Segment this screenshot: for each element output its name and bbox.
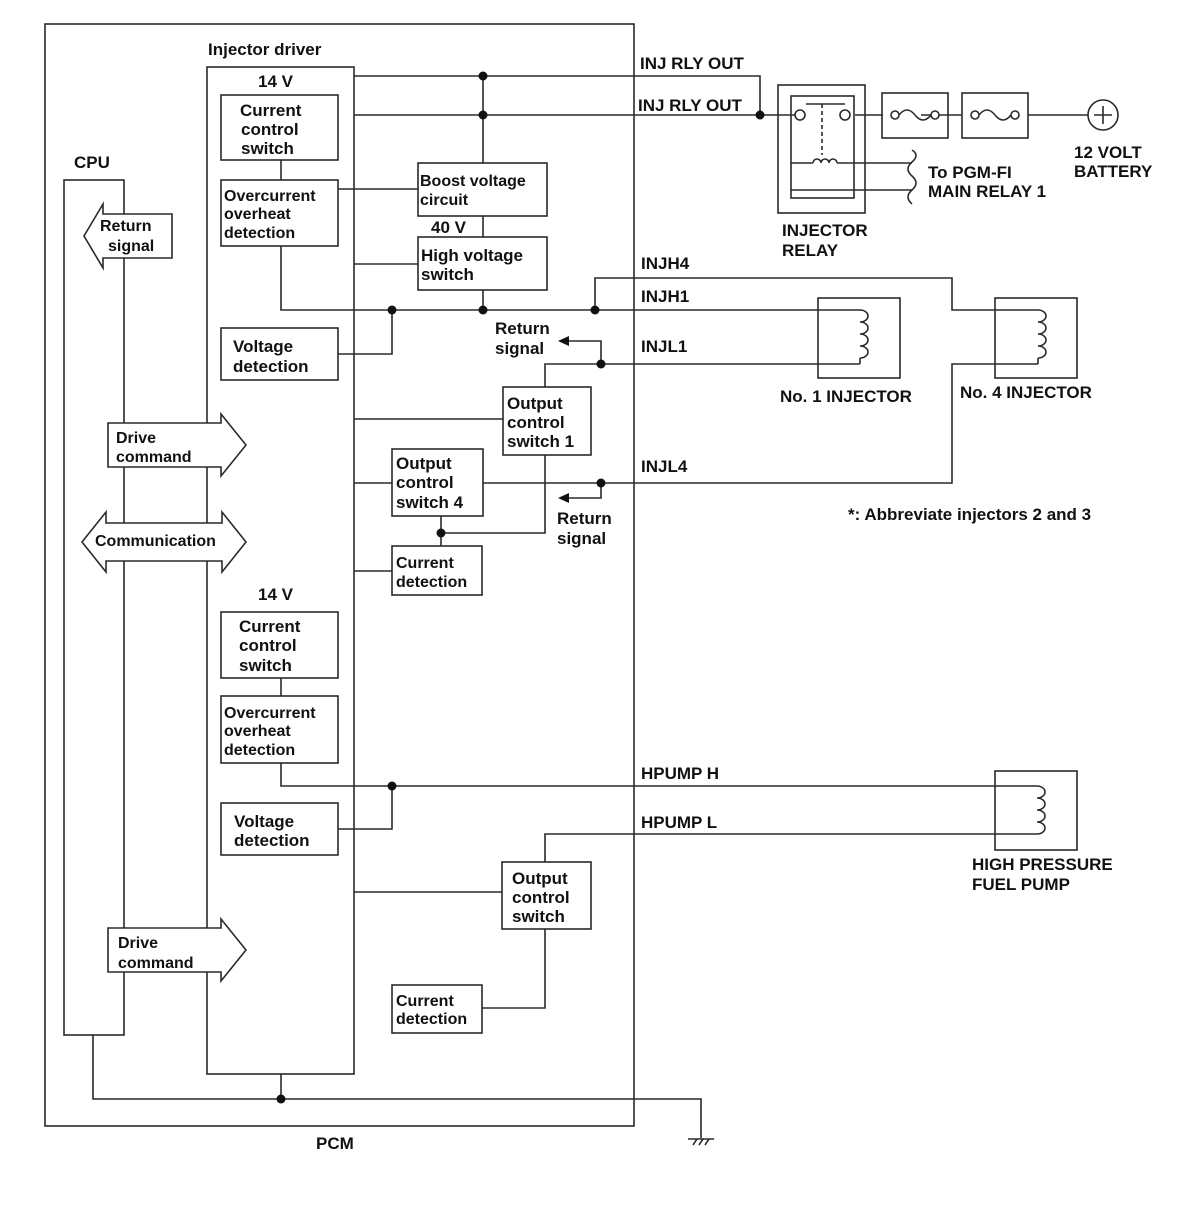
svg-text:Current detection: Current detection (396, 555, 467, 591)
svg-text:Current detection: Current detection (396, 993, 467, 1028)
abbreviation-note: *: Abbreviate injectors 2 and 3 (848, 505, 1091, 524)
current-control-switch-lower: Current control switch (220, 611, 339, 679)
inj-rly-out-label-2: INJ RLY OUT (638, 96, 743, 115)
no4-injector-label: No. 4 INJECTOR (960, 383, 1092, 402)
injh4-label: INJH4 (641, 254, 690, 273)
battery-terminal-icon (1087, 99, 1119, 131)
high-voltage-switch: High voltage switch (417, 236, 548, 291)
svg-text:Voltage detection: Voltage detection (233, 337, 309, 376)
high-pressure-pump-coil-icon (994, 770, 1078, 851)
pcm-box (44, 23, 635, 1127)
svg-text:Output control swi: Output control switch 4 (396, 454, 464, 512)
boost-voltage-circuit: Boost voltage circuit (417, 162, 548, 217)
pgm-fi-label: To PGM-FI MAIN RELAY 1 (928, 163, 1046, 201)
no4-injector-coil-icon (994, 297, 1078, 379)
junction-dots (276, 71, 765, 1104)
output-control-switch-pump: Output control switch (501, 861, 592, 930)
fuse-icon-2 (961, 92, 1029, 139)
current-detection-lower: Current detection (391, 984, 483, 1034)
return-signal-arrowhead-upper (558, 336, 569, 346)
injl4-label: INJL4 (641, 457, 688, 476)
pcm-label: PCM (316, 1134, 354, 1153)
output-control-switch-1: Output control switch 1 (502, 386, 592, 456)
output-control-switch-4: Output control switch 4 (391, 448, 484, 517)
no1-injector-label: No. 1 INJECTOR (780, 387, 912, 406)
svg-text:Overcurrent overheat: Overcurrent overheat detection (224, 705, 320, 759)
hpump-h-label: HPUMP H (641, 764, 719, 783)
battery-label: 12 VOLT BATTERY (1074, 143, 1153, 181)
overcurrent-overheat-detection-upper: Overcurrent overheat detection (220, 179, 339, 247)
wire-labels: INJ RLY OUT INJ RLY OUT INJH4 INJH1 INJL… (638, 54, 745, 832)
drive-command-arrow-lower: Drive command (107, 916, 248, 984)
voltage-detection-lower: Voltage detection (220, 802, 339, 856)
fuse-icon-1 (881, 92, 949, 139)
return-signal-arrowhead-lower (558, 493, 569, 503)
cpu-label: CPU (74, 153, 110, 172)
voltage-14v-lower: 14 V (258, 585, 294, 604)
no1-injector-coil-icon (817, 297, 901, 379)
svg-text:Voltage detection: Voltage detection (234, 812, 310, 850)
injl1-label: INJL1 (641, 337, 687, 356)
pgm-fi-brace-icon (907, 149, 917, 205)
drive-command-arrow-upper: Drive command (107, 411, 248, 479)
return-signal-label-lower: Return signal (557, 509, 617, 548)
injector-relay (777, 84, 912, 214)
wiring (92, 75, 1088, 1138)
drive-command-arrow-upper-label: Drive command (116, 430, 192, 466)
svg-text:Boost voltage circuit: Boost voltage circuit (420, 173, 530, 209)
svg-text:High voltage switch: High voltage switch (421, 246, 528, 284)
svg-text:Output control swi: Output control switch 1 (507, 394, 574, 451)
overcurrent-overheat-detection-lower: Overcurrent overheat detection (220, 695, 339, 764)
svg-text:Current control sw: Current control switch (240, 101, 306, 158)
return-signal-arrow: Return signal (83, 201, 173, 271)
high-pressure-pump-label: HIGH PRESSURE FUEL PUMP (972, 855, 1117, 894)
inj-rly-out-label-1: INJ RLY OUT (640, 54, 745, 73)
current-detection-upper: Current detection (391, 545, 483, 596)
return-signal-arrow-label: Return signal (100, 218, 156, 255)
current-control-switch-upper: Current control switch (220, 94, 339, 161)
drive-command-arrow-lower-label: Drive command (118, 935, 194, 972)
voltage-14v-upper: 14 V (258, 72, 294, 91)
hpump-l-label: HPUMP L (641, 813, 717, 832)
svg-text:Output control swi: Output control switch (512, 869, 574, 926)
cpu-box (63, 179, 125, 1036)
communication-arrow: Communication (80, 509, 248, 575)
injector-relay-label: INJECTOR RELAY (782, 221, 872, 260)
voltage-40v: 40 V (431, 218, 467, 237)
voltage-detection-upper: Voltage detection (220, 327, 339, 381)
svg-text:Current control sw: Current control switch (239, 617, 305, 675)
communication-arrow-label: Communication (95, 533, 216, 550)
svg-text:Overcurrent overheat: Overcurrent overheat detection (224, 188, 320, 242)
return-signal-label-upper: Return signal (495, 319, 555, 358)
injector-driver-label: Injector driver (208, 40, 322, 59)
injh1-label: INJH1 (641, 287, 689, 306)
ground-icon (688, 1138, 714, 1146)
